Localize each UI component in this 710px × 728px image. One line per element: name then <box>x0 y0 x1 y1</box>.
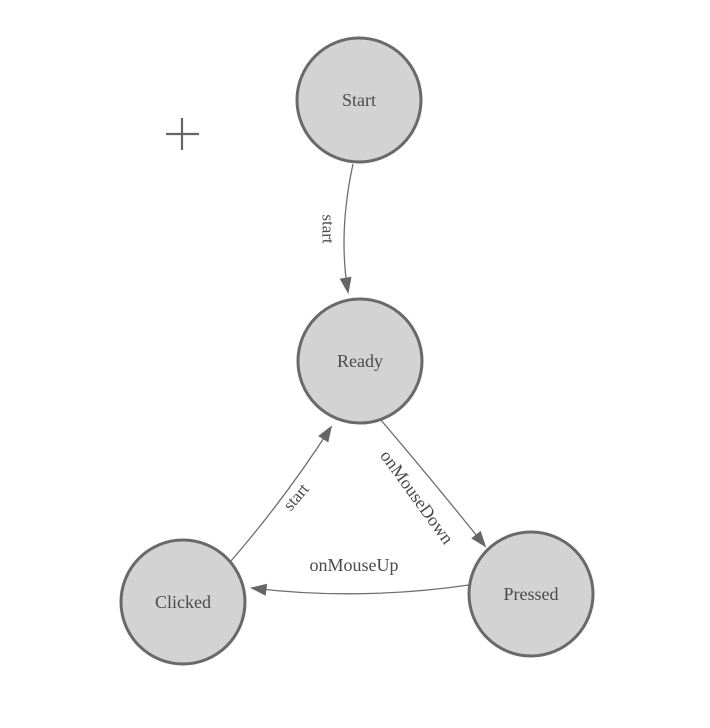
node-ready-label: Ready <box>337 351 383 371</box>
edge-pressed-to-clicked[interactable]: onMouseUp <box>250 555 470 596</box>
node-pressed-circle[interactable] <box>467 530 595 658</box>
edge-start-to-ready-label: start <box>319 214 338 244</box>
edge-start-to-ready-line[interactable] <box>339 163 354 294</box>
node-start[interactable]: Start <box>295 36 423 164</box>
edge-ready-to-pressed-line[interactable] <box>379 418 487 548</box>
crosshair-cursor-icon <box>166 118 199 150</box>
node-pressed-label: Pressed <box>504 584 559 604</box>
node-clicked[interactable]: Clicked <box>119 538 247 666</box>
node-ready[interactable]: Ready <box>296 297 424 425</box>
edge-start-to-ready[interactable]: start <box>319 163 354 294</box>
edge-ready-to-pressed[interactable]: onMouseDown <box>376 418 487 548</box>
edge-pressed-to-clicked-line[interactable] <box>250 583 470 596</box>
node-start-circle[interactable] <box>295 36 423 164</box>
node-ready-circle[interactable] <box>296 297 424 425</box>
node-clicked-circle[interactable] <box>119 538 247 666</box>
edge-clicked-to-ready-line[interactable] <box>230 425 333 562</box>
node-pressed[interactable]: Pressed <box>467 530 595 658</box>
edge-pressed-to-clicked-label: onMouseUp <box>310 555 399 575</box>
node-start-label: Start <box>342 90 376 110</box>
node-clicked-label: Clicked <box>155 592 211 612</box>
edge-clicked-to-ready[interactable]: start <box>230 425 333 562</box>
edge-clicked-to-ready-label: start <box>279 479 313 514</box>
